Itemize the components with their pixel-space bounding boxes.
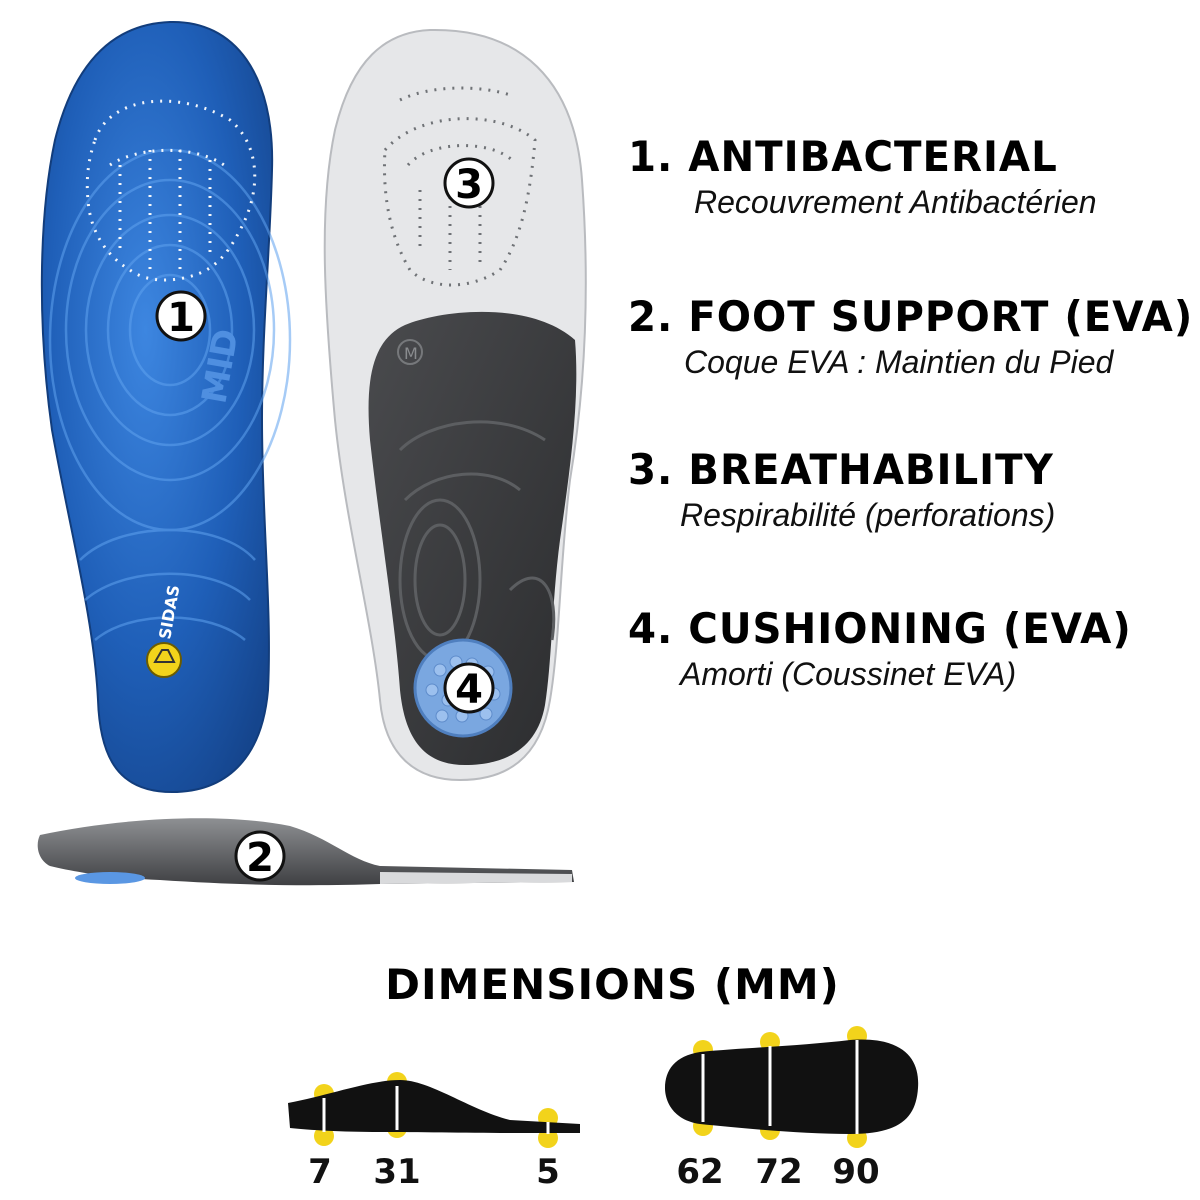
dimension-side-silhouette: [288, 1080, 580, 1133]
side-profile-cushion: [75, 872, 145, 884]
dimension-value-side-2: 31: [373, 1152, 421, 1192]
measure-lines-side: [322, 1086, 550, 1134]
perforation-dots: [85, 99, 257, 282]
size-mark-circle: [397, 339, 423, 365]
side-profile-body: [37, 818, 574, 886]
dimension-value-side-3: 5: [536, 1152, 560, 1192]
dimension-side-diagram: [288, 1072, 580, 1148]
feature-subtitle: Coque EVA : Maintien du Pied: [684, 344, 1114, 380]
feature-heading: 2. FOOT SUPPORT (EVA): [628, 292, 1194, 341]
marker-badge-1: 1: [155, 290, 207, 342]
shell-contours: [398, 420, 556, 662]
dimension-value-top-1: 62: [676, 1152, 724, 1192]
marker-badge-4: 4: [443, 662, 495, 714]
measure-lines-top: [701, 1040, 859, 1134]
brand-logo-icon: [146, 642, 182, 678]
fingerprint-pattern: [48, 148, 292, 641]
dimension-value-top-3: 90: [832, 1152, 880, 1192]
breathability-perforations: [383, 86, 537, 287]
dimension-top-diagram: [665, 1026, 919, 1148]
marker-badge-2: 2: [234, 830, 286, 882]
marker-label-2: 2: [246, 835, 274, 881]
feature-subtitle: Respirabilité (perforations): [680, 497, 1056, 533]
dimensions-title: DIMENSIONS (MM): [385, 960, 840, 1009]
marker-label-3: 3: [455, 162, 483, 208]
side-profile-topcover: [380, 872, 572, 884]
marker-label-4: 4: [455, 667, 483, 713]
feature-subtitle: Recouvrement Antibactérien: [694, 184, 1097, 220]
feature-heading: 1. ANTIBACTERIAL: [628, 132, 1058, 181]
dimension-top-silhouette: [665, 1039, 919, 1134]
side-profile-insole: [37, 818, 574, 886]
dimension-value-top-2: 72: [755, 1152, 803, 1192]
marker-badge-3: 3: [443, 157, 495, 209]
feature-heading: 4. CUSHIONING (EVA): [628, 604, 1132, 653]
feature-heading: 3. BREATHABILITY: [628, 445, 1054, 494]
blue-insole: MID SIDAS: [40, 20, 292, 794]
size-mark: M: [404, 344, 418, 363]
feature-subtitle: Amorti (Coussinet EVA): [680, 656, 1017, 692]
marker-label-1: 1: [167, 295, 195, 341]
dimension-value-side-1: 7: [308, 1152, 332, 1192]
gray-insole: M: [323, 28, 587, 782]
blue-insole-body: [40, 20, 274, 794]
